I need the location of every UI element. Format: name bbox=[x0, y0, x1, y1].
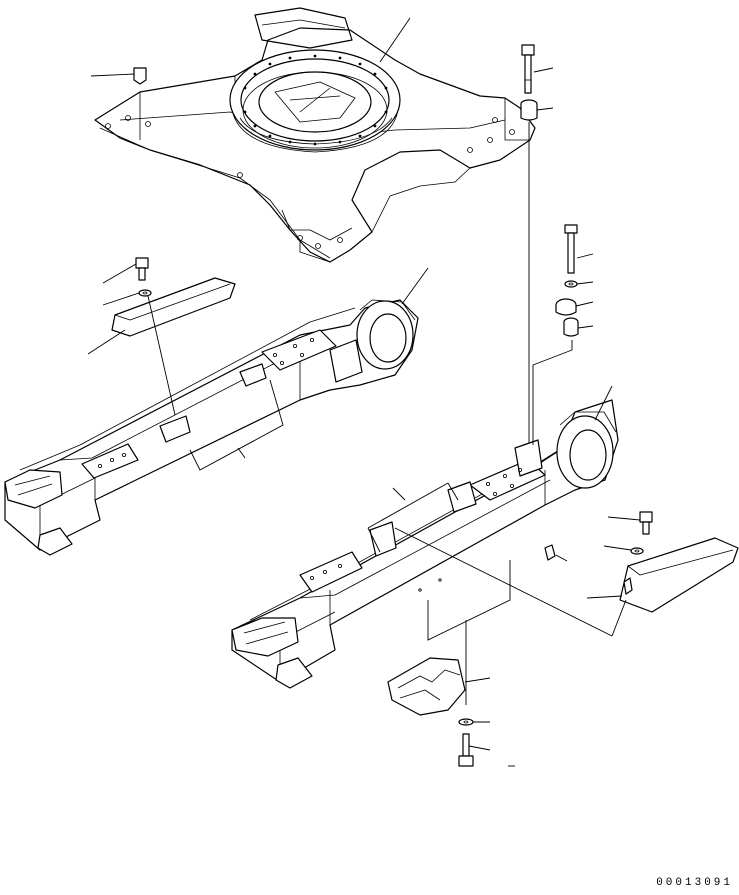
assembly-line-right bbox=[533, 340, 572, 445]
bracket-right-lower bbox=[428, 560, 510, 640]
mounting-bolt bbox=[608, 512, 652, 534]
track-frame-right bbox=[232, 386, 618, 688]
cap-plug bbox=[545, 545, 567, 561]
spacer-collar bbox=[521, 100, 553, 120]
cap-plug bbox=[91, 68, 146, 84]
mounting-bolt bbox=[103, 258, 148, 283]
bracket-left bbox=[190, 380, 283, 470]
spacer-collar bbox=[564, 318, 593, 336]
washer bbox=[459, 719, 490, 725]
leader-bracket-left bbox=[238, 448, 245, 458]
assembly-line-left bbox=[148, 296, 175, 415]
revolving-frame bbox=[95, 8, 535, 262]
assembly-line-cross bbox=[395, 528, 612, 636]
assembly-line-cover bbox=[612, 600, 626, 636]
cover-plate bbox=[112, 278, 235, 336]
figure-code: 00013091 bbox=[656, 877, 733, 889]
mounting-bolt bbox=[565, 225, 593, 273]
leader-cover-plate-right bbox=[587, 596, 622, 598]
track-frame-left bbox=[5, 268, 428, 555]
leader-bracket-right-upper bbox=[393, 488, 405, 500]
mounting-bolt bbox=[459, 734, 490, 766]
spacer-collar bbox=[556, 299, 593, 315]
cover-plate bbox=[620, 538, 738, 612]
leader-revolving-frame bbox=[380, 18, 410, 62]
washer bbox=[604, 546, 643, 554]
leader-cover-plate bbox=[88, 330, 125, 354]
washer bbox=[103, 290, 151, 305]
washer bbox=[565, 281, 593, 287]
track-guard bbox=[388, 658, 490, 715]
mounting-bolt bbox=[522, 45, 553, 93]
bracket-right-upper bbox=[368, 483, 458, 552]
